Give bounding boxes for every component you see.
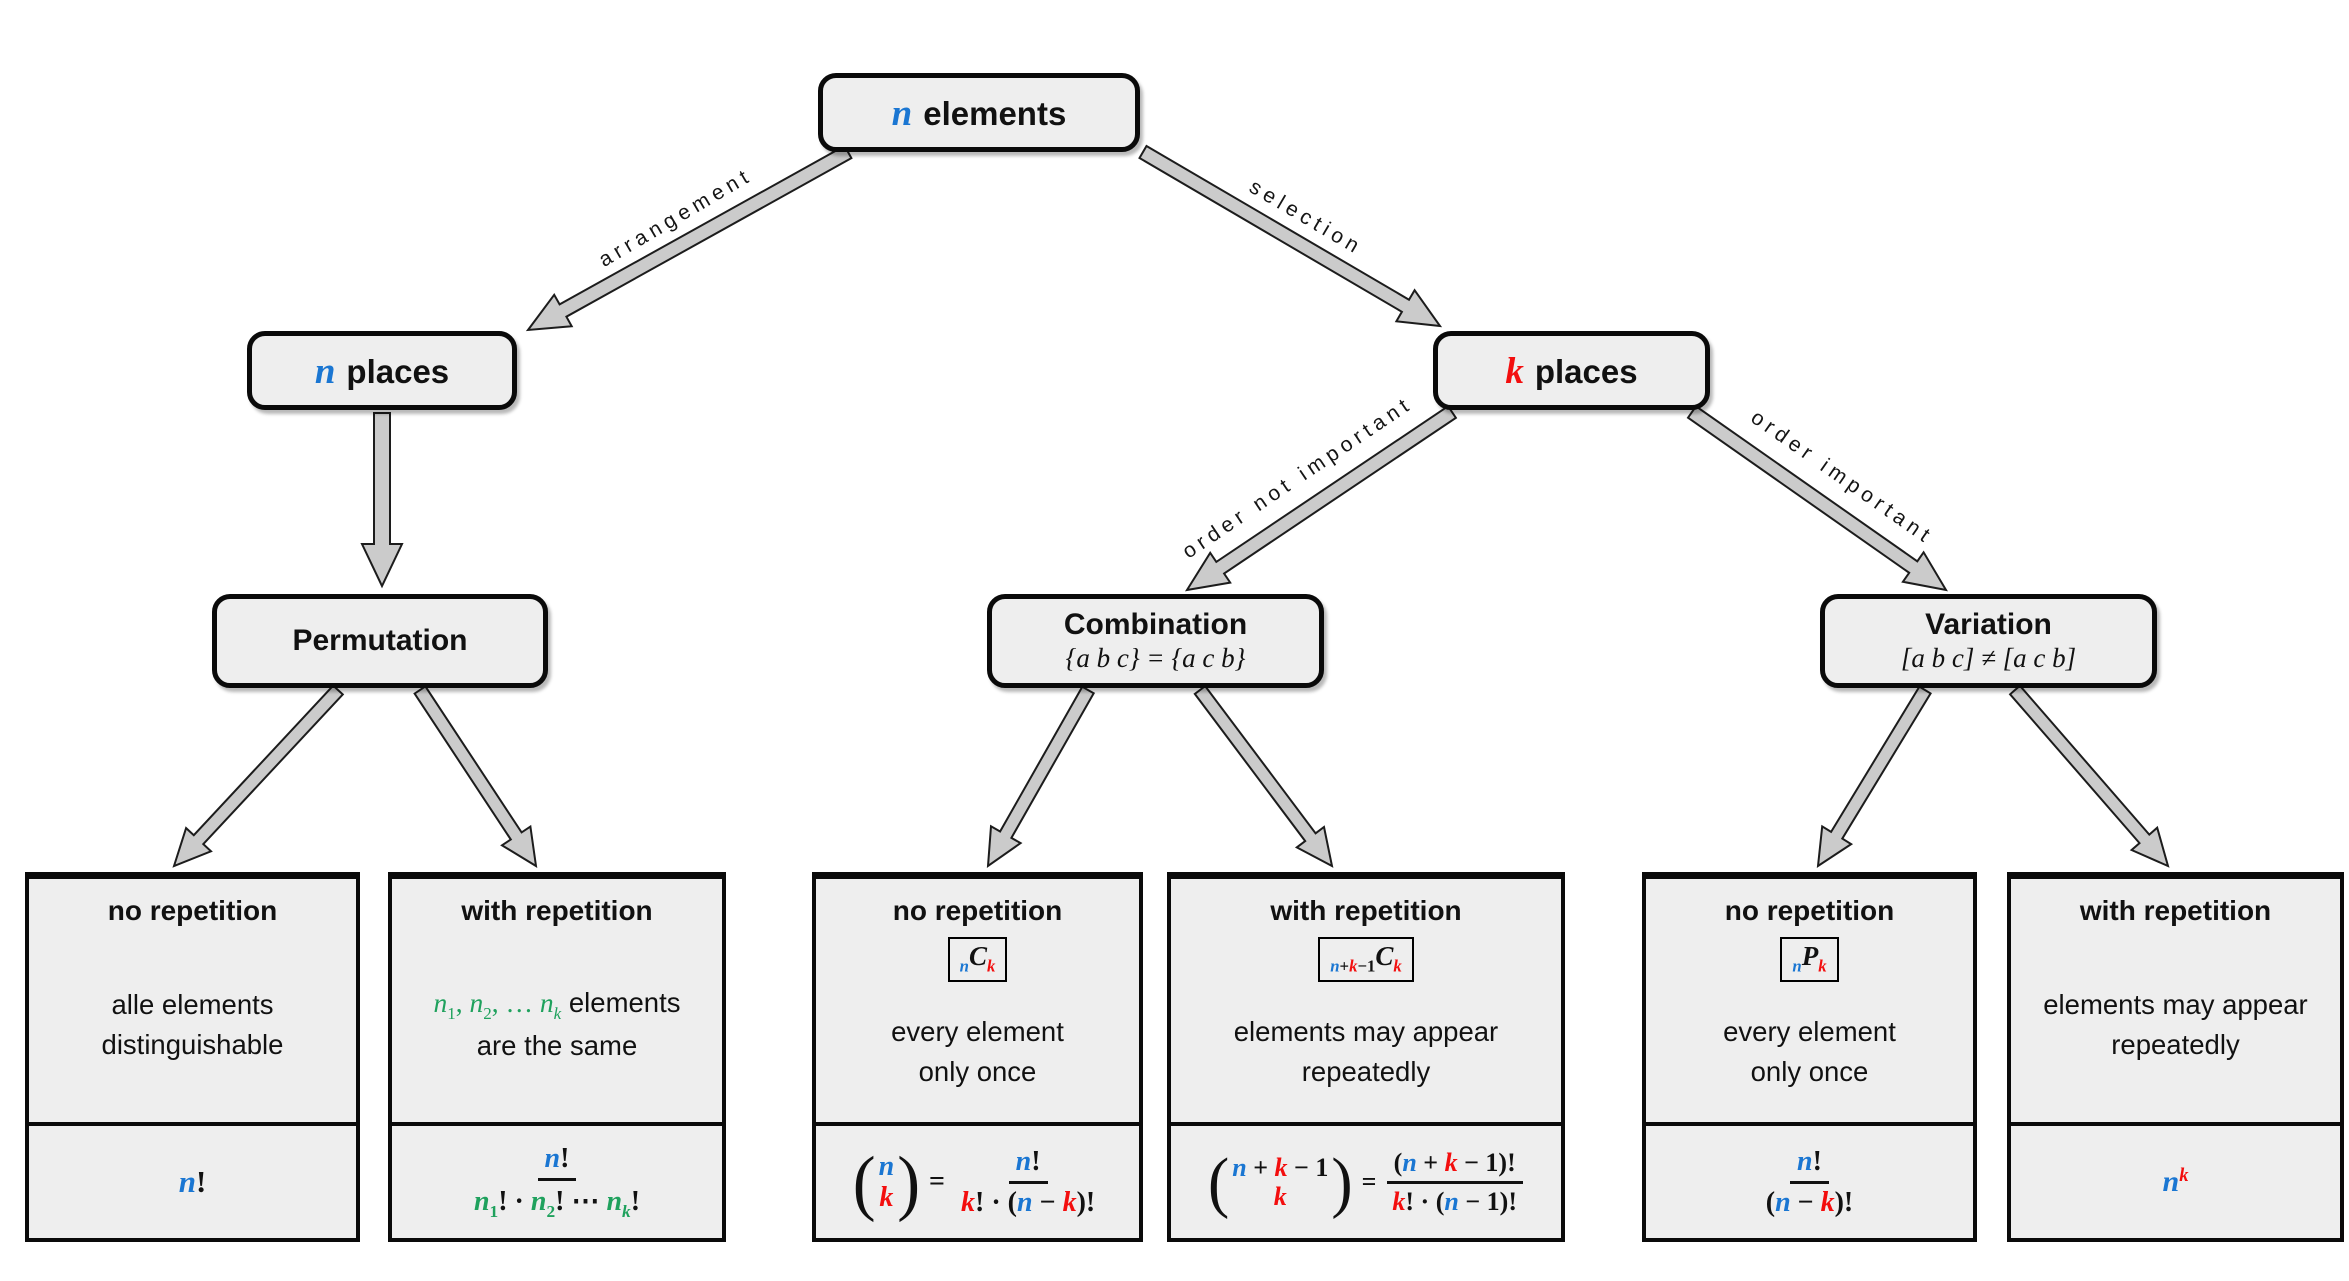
leaf-description-line: are the same [476, 1030, 638, 1062]
arrow-order-important [1686, 404, 1948, 592]
leaf-description-line: elements may appear [1233, 1016, 1499, 1048]
arrow-selection [1138, 144, 1443, 328]
node-k-places: k places [1433, 331, 1710, 410]
math-var-n: n [891, 92, 913, 133]
leaf-header: with repetition [461, 895, 653, 926]
leaf-formula: n!(n − k)! [1765, 1145, 1854, 1218]
leaf-header: no repetition [892, 895, 1063, 926]
formula-badge: nPk [1780, 937, 1839, 983]
node-label: places [1534, 353, 1638, 390]
arrow-order-not-important [1184, 404, 1458, 592]
arrow-variation-to-no-rep [1816, 685, 1932, 869]
leaf-formula: n! [178, 1164, 207, 1199]
leaf-variation-no-repetition: no repetition nPk every element only onc… [1642, 872, 1977, 1242]
node-label: elements [923, 95, 1067, 132]
arrow-permutation-to-no-rep [172, 684, 345, 868]
category-title: Combination [1063, 607, 1248, 641]
leaf-description-line: repeatedly [2111, 1028, 2240, 1060]
leaf-header: no repetition [1724, 895, 1895, 926]
leaf-header: with repetition [2079, 895, 2272, 926]
category-title: Variation [1925, 607, 2052, 641]
node-n-elements: n elements [818, 73, 1140, 152]
leaf-combination-no-repetition: no repetition nCk every element only onc… [812, 872, 1143, 1242]
formula-badge: nCk [947, 937, 1008, 983]
leaf-description-line: only once [918, 1056, 1037, 1088]
arrow-arrangement [525, 144, 853, 332]
arrow-variation-to-with-rep [2008, 684, 2170, 868]
category-permutation: Permutation [212, 594, 548, 688]
node-title: n places [315, 349, 449, 392]
leaf-combination-with-repetition: with repetition n+k−1Ck elements may app… [1167, 872, 1565, 1242]
category-subtitle: [a b c] ≠ [a c b] [1900, 643, 2077, 674]
leaf-permutation-with-repetition: with repetition n1, n2, … nk elements ar… [388, 872, 726, 1242]
leaf-description-line: every element [1723, 1016, 1896, 1048]
arrow-n-places-to-permutation [360, 412, 404, 589]
leaf-description-line: n1, n2, … nk elements [433, 986, 681, 1023]
arrow-combination-to-no-rep [986, 685, 1096, 869]
node-label: places [346, 353, 450, 390]
leaf-formula: n!n1! · n2! ⋯ nk! [473, 1142, 641, 1221]
leaf-description-line: only once [1750, 1056, 1869, 1088]
leaf-description-line: elements may appear [2043, 988, 2308, 1020]
node-title: n elements [892, 91, 1067, 134]
leaf-description-line: every element [891, 1016, 1064, 1048]
leaf-formula: nk [2162, 1164, 2189, 1199]
category-title: Permutation [292, 623, 468, 657]
leaf-header: no repetition [107, 895, 278, 926]
leaf-header: with repetition [1270, 895, 1462, 926]
math-var-n: n [314, 350, 336, 391]
leaf-description-line: alle elements [111, 988, 274, 1020]
math-var-k: k [1505, 350, 1524, 391]
node-title: k places [1505, 349, 1637, 392]
category-variation: Variation [a b c] ≠ [a c b] [1820, 594, 2157, 688]
leaf-variation-with-repetition: with repetition elements may appear repe… [2007, 872, 2344, 1242]
arrow-combination-to-with-rep [1193, 684, 1334, 868]
category-subtitle: {a b c} = {a c b} [1065, 643, 1246, 674]
leaf-description-line: distinguishable [101, 1028, 284, 1060]
leaf-description-line: repeatedly [1301, 1056, 1431, 1088]
category-combination: Combination {a b c} = {a c b} [987, 594, 1324, 688]
arrow-permutation-to-with-rep [413, 685, 538, 868]
node-n-places: n places [247, 331, 517, 410]
formula-badge: n+k−1Ck [1318, 937, 1414, 983]
leaf-permutation-no-repetition: no repetition alle elements distinguisha… [25, 872, 360, 1242]
